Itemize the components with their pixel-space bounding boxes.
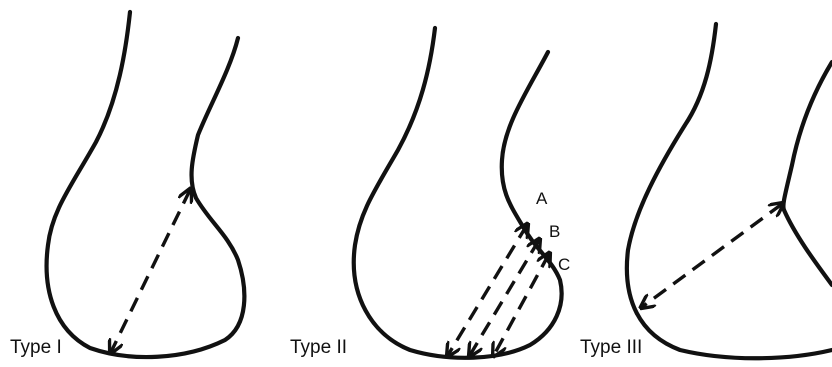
point-label-b: B bbox=[549, 222, 560, 241]
panel-type-3: Type III bbox=[580, 24, 832, 358]
type-2-label: Type II bbox=[290, 337, 347, 358]
panel-type-2: A B C Type II bbox=[290, 28, 570, 358]
measurement-arrow-type-2-a bbox=[448, 225, 527, 355]
heel-outline-type-1 bbox=[47, 12, 245, 357]
panel-type-1: Type I bbox=[10, 12, 244, 358]
measurement-arrow-type-3 bbox=[642, 204, 782, 307]
heel-outline-type-3 bbox=[627, 24, 832, 358]
measurement-arrow-type-1 bbox=[111, 190, 190, 352]
heel-outline-type-2 bbox=[354, 28, 562, 358]
point-label-c: C bbox=[558, 255, 570, 274]
heel-posterior-edge-type-3 bbox=[783, 62, 832, 285]
type-3-label: Type III bbox=[580, 337, 642, 358]
measurement-arrow-type-2-b bbox=[470, 240, 539, 355]
type-1-label: Type I bbox=[10, 337, 62, 358]
point-label-a: A bbox=[536, 189, 548, 208]
